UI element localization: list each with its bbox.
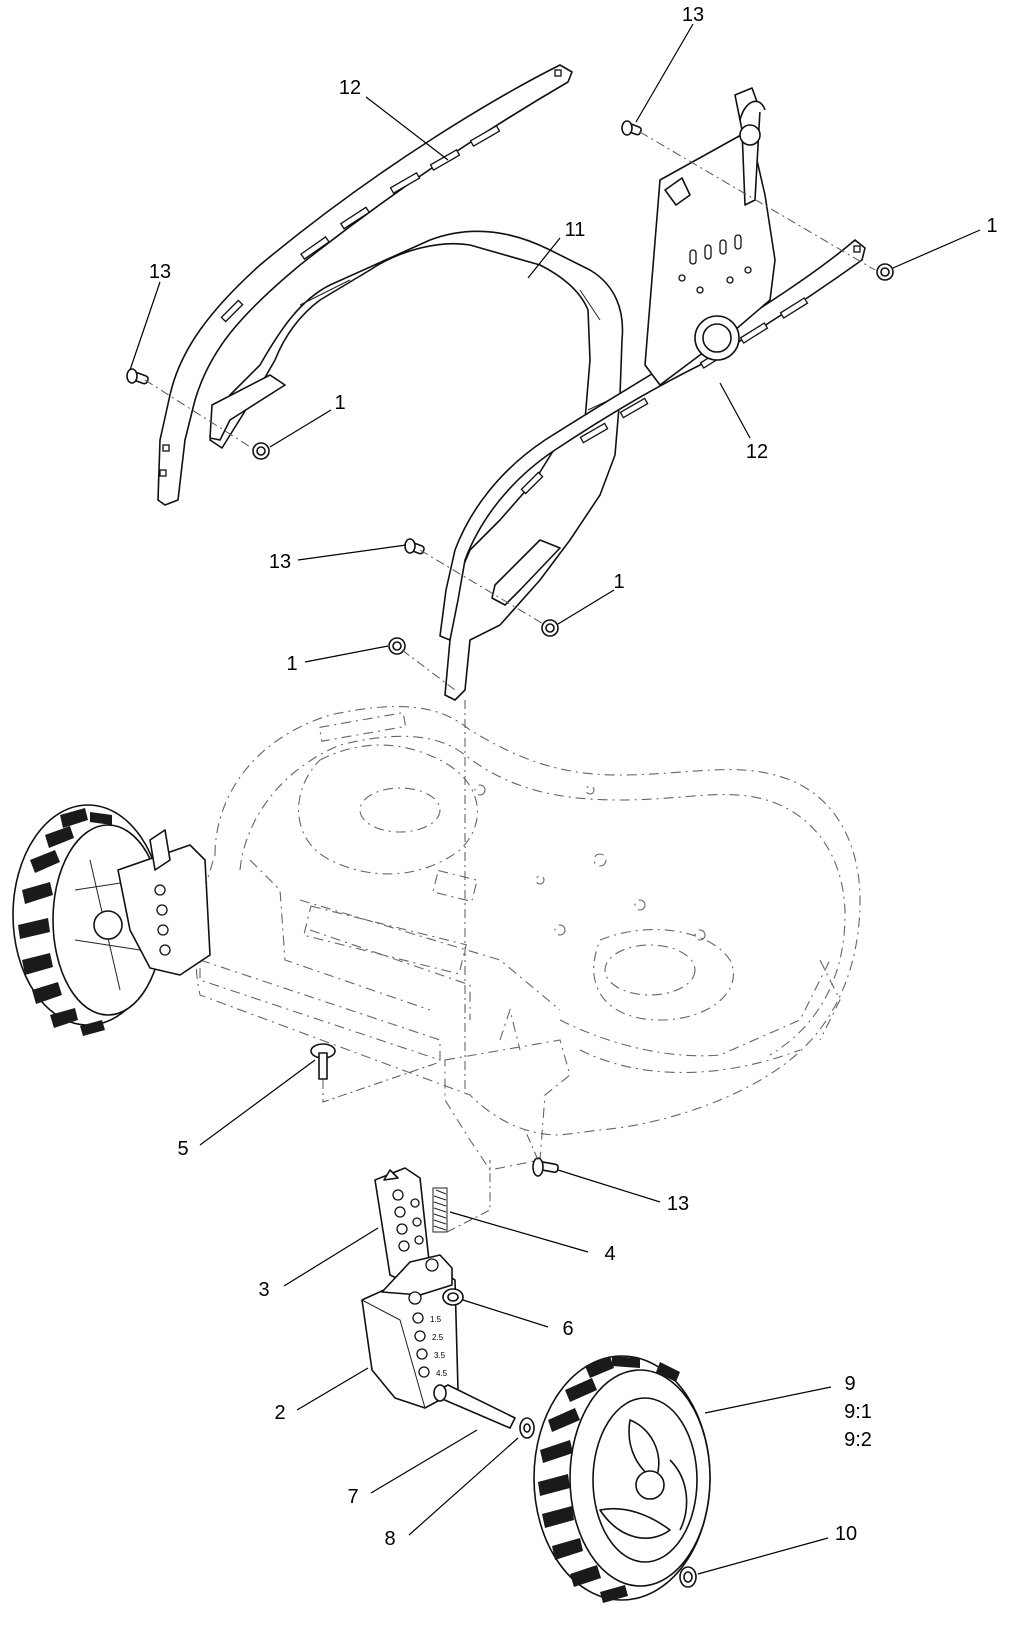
height-adjust-plate bbox=[374, 1167, 431, 1283]
leader-lines bbox=[129, 23, 981, 1575]
bracket-mark-4: 4.5 bbox=[436, 1369, 448, 1378]
callout-9-1: 9:1 bbox=[844, 1401, 872, 1423]
left-handle-bar bbox=[157, 64, 573, 506]
callout-12-left: 12 bbox=[339, 77, 361, 99]
callout-12-right: 12 bbox=[746, 441, 768, 463]
nut-left bbox=[252, 442, 270, 460]
front-wheel bbox=[533, 1355, 711, 1603]
spring bbox=[432, 1160, 491, 1233]
callout-1-center-right: 1 bbox=[613, 571, 624, 593]
bolt-center bbox=[404, 538, 425, 555]
washer bbox=[519, 1417, 535, 1439]
bracket-mark-2: 2.5 bbox=[432, 1333, 444, 1342]
flange-nut bbox=[442, 1288, 464, 1306]
callout-9: 9 bbox=[844, 1373, 855, 1395]
axle-bolt bbox=[433, 1384, 516, 1429]
control-plate bbox=[644, 87, 776, 386]
callout-2: 2 bbox=[274, 1402, 285, 1424]
bracket-mark-3: 3.5 bbox=[434, 1351, 446, 1360]
callout-1-center-left: 1 bbox=[286, 653, 297, 675]
bolt-left bbox=[126, 368, 149, 385]
bolt-top-right bbox=[621, 120, 642, 136]
bracket-mark-1: 1.5 bbox=[430, 1315, 442, 1324]
callout-1-right: 1 bbox=[986, 215, 997, 237]
callout-5: 5 bbox=[177, 1138, 188, 1160]
callout-3: 3 bbox=[258, 1279, 269, 1301]
handle-alignment-lines bbox=[144, 131, 876, 1090]
callout-1-left: 1 bbox=[334, 392, 345, 414]
main-u-handle bbox=[209, 230, 624, 701]
clevis-pin bbox=[310, 1043, 441, 1103]
callout-4: 4 bbox=[604, 1243, 615, 1265]
carriage-bolt-lower bbox=[524, 1129, 559, 1177]
left-height-bracket bbox=[117, 829, 211, 976]
wheel-bracket: 1.5 2.5 3.5 4.5 bbox=[361, 1254, 459, 1409]
callout-9-2: 9:2 bbox=[844, 1429, 872, 1451]
callout-11: 11 bbox=[565, 219, 586, 241]
wheel-nut bbox=[679, 1566, 697, 1588]
left-wheel bbox=[12, 804, 164, 1036]
callout-13-center: 13 bbox=[269, 551, 291, 573]
callout-7: 7 bbox=[347, 1486, 358, 1508]
callout-13-top-right: 13 bbox=[682, 4, 704, 26]
nut-center-left bbox=[388, 637, 406, 655]
mower-deck bbox=[195, 706, 861, 1171]
callout-labels: 13 12 11 13 1 1 12 13 1 1 5 13 4 3 6 2 9… bbox=[149, 4, 998, 1550]
callout-10: 10 bbox=[835, 1523, 857, 1545]
callout-13-lower: 13 bbox=[667, 1193, 689, 1215]
callout-13-left: 13 bbox=[149, 261, 171, 283]
callout-6: 6 bbox=[562, 1318, 573, 1340]
nut-center-right bbox=[541, 619, 559, 637]
callout-8: 8 bbox=[384, 1528, 395, 1550]
nut-right bbox=[876, 263, 894, 281]
